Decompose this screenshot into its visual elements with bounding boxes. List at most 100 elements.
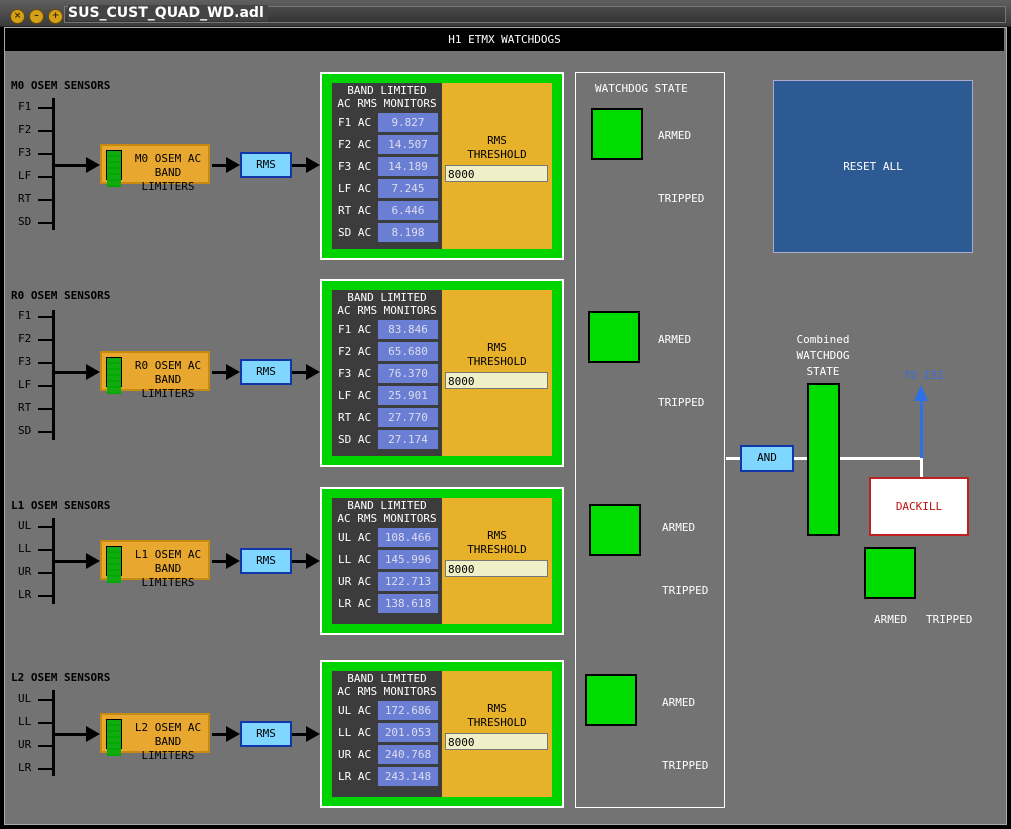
rms-button[interactable]: RMS xyxy=(240,152,292,178)
monitor-title-line1: BAND LIMITED xyxy=(347,672,427,685)
channel-label: LL xyxy=(18,542,32,555)
limiter-line2: BAND LIMITERS xyxy=(141,166,195,193)
arrow-line xyxy=(292,560,308,563)
channel-tick xyxy=(38,722,52,724)
monitor-title-line2: AC RMS MONITORS xyxy=(337,97,437,110)
dackill-connector xyxy=(920,458,923,478)
channel-label: UL xyxy=(18,519,32,532)
limiter-gauge-icon xyxy=(106,719,122,756)
watchdog-led xyxy=(589,504,641,556)
threshold-input[interactable]: 8000 xyxy=(445,165,548,182)
monitor-row-label: LF AC xyxy=(338,182,372,195)
limiter-gauge-icon xyxy=(106,546,122,583)
threshold-input[interactable]: 8000 xyxy=(445,560,548,577)
watchdog-led xyxy=(591,108,643,160)
monitor-value: 65.680 xyxy=(378,342,438,361)
channel-label: SD xyxy=(18,424,32,437)
rms-button[interactable]: RMS xyxy=(240,548,292,574)
monitor-title-line1: BAND LIMITED xyxy=(347,84,427,97)
gauge-segment xyxy=(107,571,121,577)
gauge-segment xyxy=(107,169,121,175)
monitor-title-line2: AC RMS MONITORS xyxy=(337,512,437,525)
threshold-line2: THRESHOLD xyxy=(467,716,527,729)
channel-tick xyxy=(38,699,52,701)
threshold-line1: RMS xyxy=(487,341,507,354)
arrow-right-icon xyxy=(86,726,100,742)
tripped-label: TRIPPED xyxy=(658,192,705,205)
rms-button[interactable]: RMS xyxy=(240,721,292,747)
reset-all-button[interactable]: RESET ALL xyxy=(773,80,973,253)
gauge-segment xyxy=(107,553,121,559)
threshold-input[interactable]: 8000 xyxy=(445,733,548,750)
arrow-line xyxy=(52,371,88,374)
monitor-row-label: SD AC xyxy=(338,226,372,239)
limiter-line1: R0 OSEM AC xyxy=(134,359,202,372)
channel-tick xyxy=(38,130,52,132)
armed-label: ARMED xyxy=(662,696,696,709)
threshold-line1: RMS xyxy=(487,702,507,715)
sensors-title: M0 OSEM SENSORS xyxy=(11,79,111,92)
monitor-value: 243.148 xyxy=(378,767,438,786)
monitor-title-line1: BAND LIMITED xyxy=(347,291,427,304)
close-icon[interactable]: × xyxy=(10,9,25,24)
arrow-line xyxy=(212,560,228,563)
combined-line3: STATE xyxy=(806,365,840,378)
maximize-icon[interactable]: + xyxy=(48,9,63,24)
monitor-value: 172.686 xyxy=(378,701,438,720)
monitor-row-label: LR AC xyxy=(338,597,372,610)
watchdog-led xyxy=(588,311,640,363)
tripped-label: TRIPPED xyxy=(662,759,709,772)
combined-line1: Combined xyxy=(796,333,850,346)
channel-label: RT xyxy=(18,192,32,205)
monitor-value: 14.507 xyxy=(378,135,438,154)
gauge-segment xyxy=(107,358,121,364)
arrow-line xyxy=(52,164,88,167)
page-title: H1 ETMX WATCHDOGS xyxy=(5,28,1004,51)
dackill-led xyxy=(864,547,916,599)
monitor-row-label: F2 AC xyxy=(338,138,372,151)
limiter-line1: L2 OSEM AC xyxy=(134,721,202,734)
arrow-right-icon xyxy=(306,157,320,173)
dackill-tripped-label: TRIPPED xyxy=(926,613,973,626)
monitor-value: 6.446 xyxy=(378,201,438,220)
arrow-line xyxy=(52,733,88,736)
monitor-value: 9.827 xyxy=(378,113,438,132)
channel-tick xyxy=(38,316,52,318)
channel-tick xyxy=(38,107,52,109)
channel-tick xyxy=(38,595,52,597)
channel-label: F2 xyxy=(18,332,32,345)
gauge-segment xyxy=(107,376,121,382)
watchdog-state-title: WATCHDOG STATE xyxy=(595,82,688,95)
dackill-button[interactable]: DACKILL xyxy=(869,477,969,536)
monitor-row-label: UL AC xyxy=(338,704,372,717)
connector-line xyxy=(726,457,741,460)
monitor-row-label: SD AC xyxy=(338,433,372,446)
titlebar-stripe xyxy=(64,6,1006,23)
armed-label: ARMED xyxy=(662,521,696,534)
arrow-right-icon xyxy=(86,364,100,380)
gauge-segment xyxy=(107,181,121,187)
monitor-value: 240.768 xyxy=(378,745,438,764)
rms-button[interactable]: RMS xyxy=(240,359,292,385)
limiter-line1: M0 OSEM AC xyxy=(134,152,202,165)
monitor-value: 8.198 xyxy=(378,223,438,242)
monitor-row-label: F3 AC xyxy=(338,367,372,380)
arrow-line xyxy=(212,733,228,736)
limiter-line2: BAND LIMITERS xyxy=(141,735,195,762)
monitor-title-line2: AC RMS MONITORS xyxy=(337,304,437,317)
gauge-segment xyxy=(107,750,121,756)
gauge-segment xyxy=(107,157,121,163)
minimize-icon[interactable]: – xyxy=(29,9,44,24)
threshold-input[interactable]: 8000 xyxy=(445,372,548,389)
channel-tick xyxy=(38,745,52,747)
monitor-value: 145.996 xyxy=(378,550,438,569)
